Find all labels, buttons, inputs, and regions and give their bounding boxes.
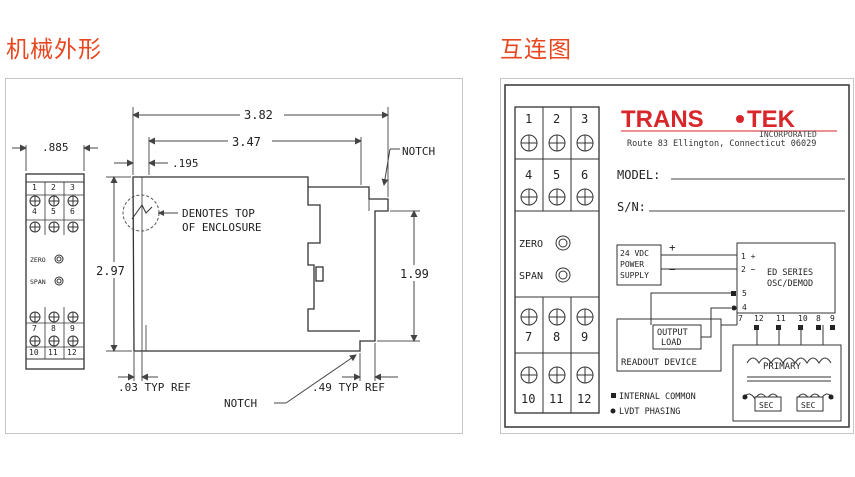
power-line-2: POWER bbox=[620, 260, 644, 269]
zero-label: ZERO bbox=[519, 239, 543, 250]
sec-right-label: SEC bbox=[801, 401, 816, 410]
denotes-top-line2: OF ENCLOSURE bbox=[182, 221, 261, 234]
model-label: MODEL: bbox=[617, 168, 660, 182]
dim-195: .195 bbox=[172, 157, 199, 170]
enclosure-top-marker bbox=[122, 194, 178, 232]
terminal-number: 7 bbox=[525, 330, 532, 344]
mechanical-outline-title: 机械外形 bbox=[6, 37, 102, 63]
module-pin-label: 10 bbox=[798, 314, 808, 323]
front-terminal-number: 8 bbox=[51, 324, 56, 333]
dim-width: .885 bbox=[42, 141, 69, 154]
front-span-label: SPAN bbox=[30, 278, 46, 286]
side-view-body bbox=[132, 176, 389, 352]
pin-2-label: 2 − bbox=[741, 265, 756, 274]
interconnect-diagram-title: 互连图 bbox=[500, 37, 572, 63]
module-pin-label: 8 bbox=[816, 314, 821, 323]
terminal-number: 3 bbox=[581, 112, 588, 126]
front-terminal-number: 9 bbox=[70, 324, 75, 333]
power-line-1: 24 VDC bbox=[620, 249, 649, 258]
brand-tek: TEK bbox=[747, 106, 796, 133]
notch-bottom-label: NOTCH bbox=[224, 397, 257, 410]
dim-total-length: 3.82 bbox=[244, 108, 273, 122]
output-line-1: OUTPUT bbox=[657, 328, 688, 338]
dim-347: 3.47 bbox=[232, 135, 261, 149]
denotes-top-line1: DENOTES TOP bbox=[182, 207, 255, 220]
output-line-2: LOAD bbox=[661, 338, 681, 348]
terminal-number: 6 bbox=[581, 168, 588, 182]
module-pin-label: 9 bbox=[830, 314, 835, 323]
sn-label: S/N: bbox=[617, 200, 646, 214]
pin-5-label: 5 bbox=[742, 289, 747, 298]
series-line-2: OSC/DEMOD bbox=[767, 279, 813, 289]
module-pin-label: 11 bbox=[776, 314, 786, 323]
series-line-1: ED SERIES bbox=[767, 268, 813, 278]
front-terminal-number: 7 bbox=[32, 324, 37, 333]
terminal-number: 1 bbox=[525, 112, 532, 126]
terminal-number: 5 bbox=[553, 168, 560, 182]
module-pin-label: 7 bbox=[738, 314, 743, 323]
legend-lvdt-phasing: LVDT PHASING bbox=[619, 407, 680, 417]
power-plus: + bbox=[669, 241, 676, 254]
brand-trans: TRANS bbox=[621, 106, 704, 133]
front-terminal-number: 11 bbox=[48, 348, 58, 357]
notch-top-label: NOTCH bbox=[402, 145, 435, 158]
terminal-number: 8 bbox=[553, 330, 560, 344]
dim-03-typ-ref: .03 TYP REF bbox=[118, 381, 191, 394]
front-terminal-number: 10 bbox=[29, 348, 39, 357]
legend-internal-common: INTERNAL COMMON bbox=[619, 392, 696, 402]
terminal-number: 4 bbox=[525, 168, 532, 182]
readout-device-label: READOUT DEVICE bbox=[621, 358, 697, 368]
span-label: SPAN bbox=[519, 271, 543, 282]
brand-logo: TRANS TEK bbox=[621, 106, 837, 133]
primary-label: PRIMARY bbox=[763, 362, 802, 372]
brand-address: Route 83 Ellington, Connecticut 06029 bbox=[627, 139, 816, 149]
front-zero-label: ZERO bbox=[30, 256, 46, 264]
lvdt-diagram bbox=[732, 325, 842, 422]
terminal-number: 11 bbox=[549, 392, 563, 406]
module-pin-label: 12 bbox=[754, 314, 764, 323]
sec-left-label: SEC bbox=[759, 401, 774, 410]
module-pin-marker bbox=[816, 325, 821, 330]
front-terminal-number: 3 bbox=[70, 183, 75, 192]
dim-199: 1.99 bbox=[400, 267, 429, 281]
terminal-number: 9 bbox=[581, 330, 588, 344]
front-terminal-number: 12 bbox=[67, 348, 77, 357]
terminal-number: 12 bbox=[577, 392, 591, 406]
front-terminal-number: 2 bbox=[51, 183, 56, 192]
terminal-number: 2 bbox=[553, 112, 560, 126]
front-terminal-number: 4 bbox=[32, 207, 37, 216]
front-terminal-number: 6 bbox=[70, 207, 75, 216]
front-terminal-number: 5 bbox=[51, 207, 56, 216]
power-line-3: SUPPLY bbox=[620, 271, 649, 280]
dim-49-typ-ref: .49 TYP REF bbox=[312, 381, 385, 394]
terminal-number: 10 bbox=[521, 392, 535, 406]
brand-incorporated: INCORPORATED bbox=[759, 130, 817, 139]
front-terminal-number: 1 bbox=[32, 183, 37, 192]
pin-1-label: 1 + bbox=[741, 252, 756, 261]
pin-4-label: 4 bbox=[742, 303, 747, 312]
dim-height: 2.97 bbox=[96, 264, 125, 278]
module-pin-marker bbox=[830, 325, 835, 330]
